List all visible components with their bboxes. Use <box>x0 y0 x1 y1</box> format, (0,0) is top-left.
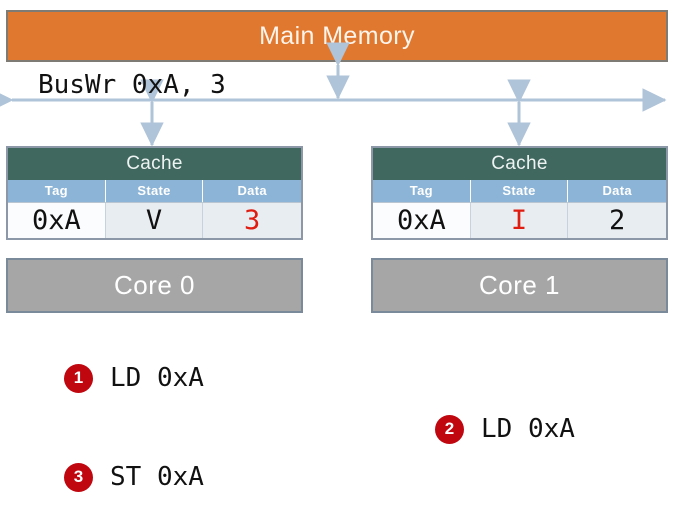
cache-state-value-1: I <box>470 202 569 238</box>
main-memory-label: Main Memory <box>259 21 415 50</box>
instruction-text-1: LD 0xA <box>110 363 204 393</box>
cache-col-header-tag-1: Tag <box>373 180 471 202</box>
cache-block-1: Cache Tag State Data 0xA I 2 <box>371 146 668 240</box>
step-badge-2: 2 <box>435 414 464 444</box>
cache-data-row-0: 0xA V 3 <box>8 202 302 238</box>
cache-tag-value-0: 0xA <box>8 202 106 238</box>
core-block-1: Core 1 <box>371 258 668 313</box>
cache-tag-value-1: 0xA <box>373 202 471 238</box>
bus-operation-label: BusWr 0xA, 3 <box>38 70 226 100</box>
cache-col-header-tag-0: Tag <box>8 180 106 202</box>
cache-data-value-0: 3 <box>203 202 302 238</box>
cache-col-header-state-1: State <box>470 180 569 202</box>
instruction-step-2: 2 LD 0xA <box>435 414 575 444</box>
cache-data-row-1: 0xA I 2 <box>373 202 667 238</box>
instruction-text-3: ST 0xA <box>110 462 204 492</box>
cache-col-header-state-0: State <box>105 180 204 202</box>
cache-col-header-data-1: Data <box>568 180 667 202</box>
cache-col-header-data-0: Data <box>203 180 302 202</box>
core-block-0: Core 0 <box>6 258 303 313</box>
step-badge-1: 1 <box>64 363 93 393</box>
cache-state-value-0: V <box>105 202 204 238</box>
cache-data-value-1: 2 <box>568 202 667 238</box>
cache-title-1: Cache <box>373 148 666 180</box>
bus-connections <box>0 42 667 147</box>
cache-title-0: Cache <box>8 148 301 180</box>
cache-header-row-1: Tag State Data <box>373 180 667 202</box>
instruction-step-3: 3 ST 0xA <box>64 462 204 492</box>
core-label-1: Core 1 <box>478 270 561 300</box>
cache-header-row-0: Tag State Data <box>8 180 302 202</box>
core-label-0: Core 0 <box>113 270 196 300</box>
step-badge-3: 3 <box>64 462 93 492</box>
instruction-step-1: 1 LD 0xA <box>64 363 204 393</box>
main-memory-block: Main Memory <box>6 10 668 62</box>
cache-block-0: Cache Tag State Data 0xA V 3 <box>6 146 303 240</box>
instruction-text-2: LD 0xA <box>481 414 575 444</box>
